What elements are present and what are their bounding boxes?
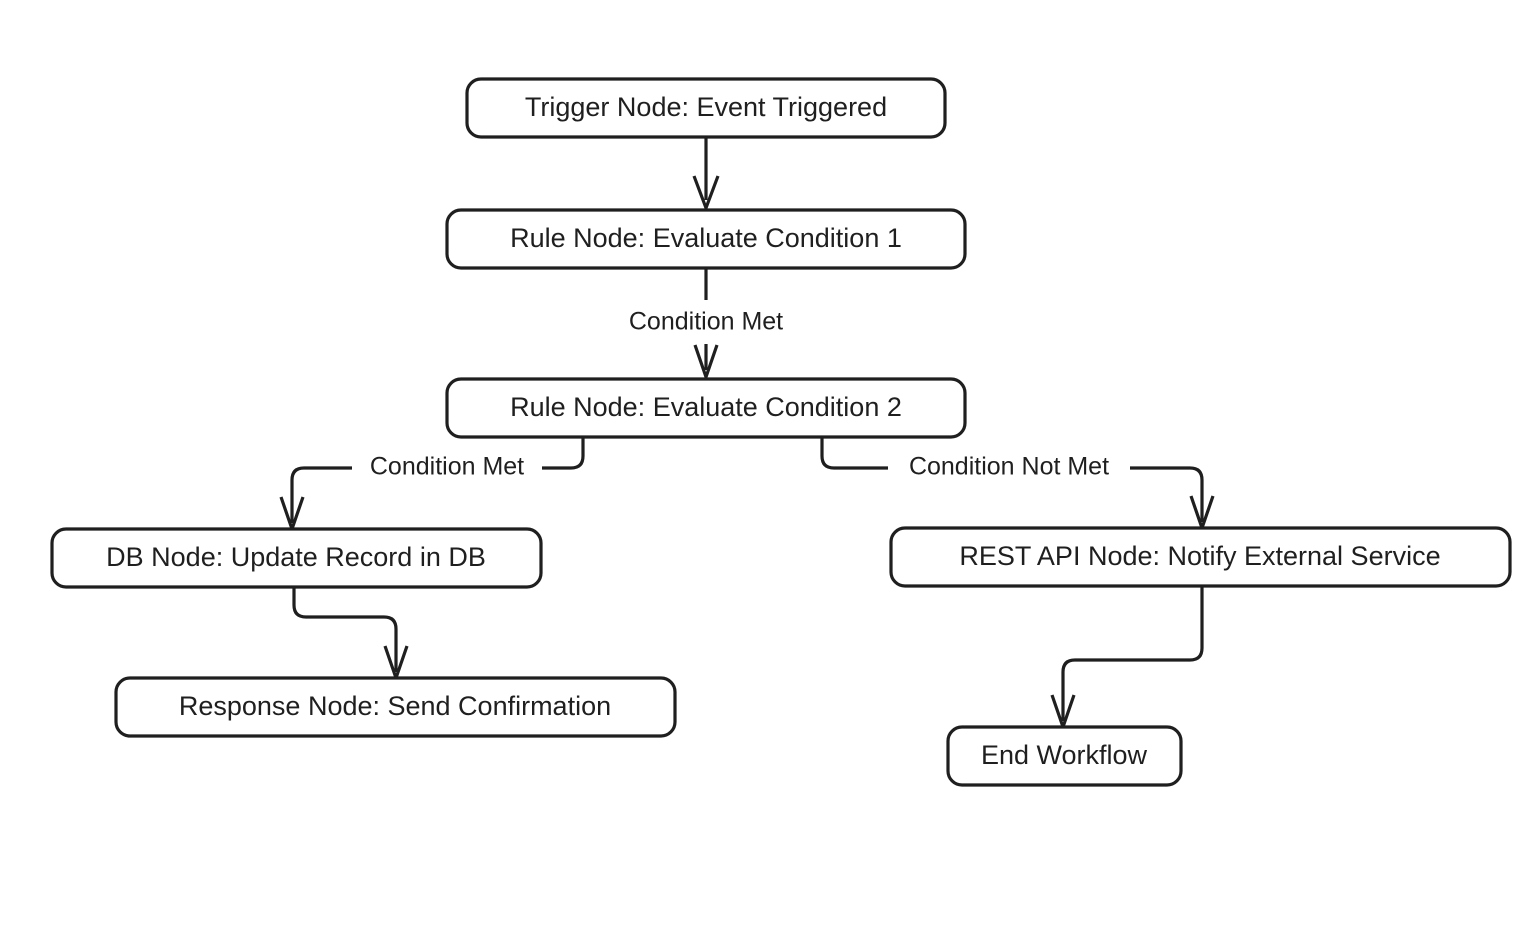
- arrowhead-icon: [692, 175, 720, 213]
- edge-rule2-to-rest: Condition Not Met: [820, 437, 1215, 533]
- node-end-workflow-label: End Workflow: [981, 740, 1148, 770]
- node-rest-api-label: REST API Node: Notify External Service: [959, 541, 1440, 571]
- edge-db-to-response: [292, 587, 409, 683]
- edge-label-condition-met-1: Condition Met: [629, 308, 783, 336]
- edge-line: [1061, 586, 1204, 721]
- edge-trigger-to-rule1: [692, 137, 720, 213]
- node-rule1-box[interactable]: [445, 208, 967, 270]
- edge-rule2-to-db: Condition Met: [279, 437, 585, 534]
- node-rule2-box[interactable]: [445, 377, 967, 439]
- node-response-label: Response Node: Send Confirmation: [179, 691, 611, 721]
- node-db[interactable]: DB Node: Update Record in DB: [50, 527, 543, 589]
- node-response-box[interactable]: [114, 676, 677, 738]
- node-end-workflow[interactable]: End Workflow: [946, 725, 1183, 787]
- edge-label-backdrop: [888, 453, 1130, 483]
- arrowhead-icon: [693, 344, 719, 382]
- node-trigger[interactable]: Trigger Node: Event Triggered: [465, 77, 947, 139]
- node-rest-api[interactable]: REST API Node: Notify External Service: [889, 526, 1512, 588]
- edge-line: [292, 587, 398, 672]
- edge-rest-to-end: [1050, 586, 1204, 732]
- node-rule1-label: Rule Node: Evaluate Condition 1: [510, 223, 902, 253]
- edge-label-condition-met-2: Condition Met: [370, 453, 524, 481]
- edge-label-condition-not-met: Condition Not Met: [909, 453, 1109, 481]
- node-trigger-label: Trigger Node: Event Triggered: [525, 92, 887, 122]
- node-rest-api-box[interactable]: [889, 526, 1512, 588]
- node-db-label: DB Node: Update Record in DB: [106, 542, 486, 572]
- node-response[interactable]: Response Node: Send Confirmation: [114, 676, 677, 738]
- node-rule2-label: Rule Node: Evaluate Condition 2: [510, 392, 902, 422]
- node-db-box[interactable]: [50, 527, 543, 589]
- edge-rule1-to-rule2: Condition Met: [614, 267, 798, 382]
- node-end-workflow-box[interactable]: [946, 725, 1183, 787]
- node-trigger-box[interactable]: [465, 77, 947, 139]
- edge-label-backdrop: [352, 453, 542, 483]
- edge-label-backdrop: [614, 308, 798, 338]
- node-rule2[interactable]: Rule Node: Evaluate Condition 2: [445, 377, 967, 439]
- node-rule1[interactable]: Rule Node: Evaluate Condition 1: [445, 208, 967, 270]
